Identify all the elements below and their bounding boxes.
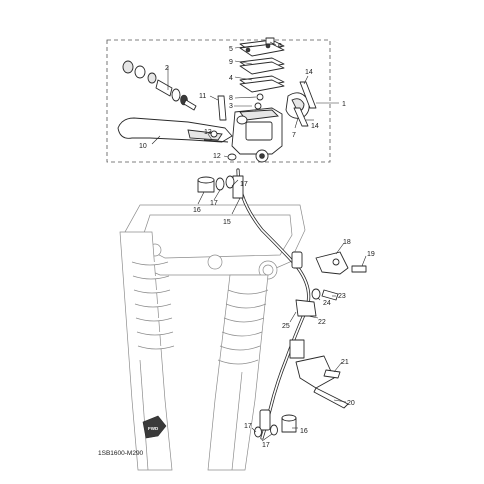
- callout-15: 15: [223, 219, 231, 226]
- hose-brackets: [289, 251, 367, 409]
- callout-24: 24: [323, 300, 331, 307]
- callout-1: 1: [342, 101, 346, 108]
- callout-16-upper: 16: [193, 207, 201, 214]
- callout-11: 11: [199, 93, 206, 100]
- piston-kit: [122, 60, 197, 111]
- callout-18: 18: [343, 239, 351, 246]
- master-cylinder-assembly-frame: [106, 39, 331, 163]
- callout-7: 7: [292, 132, 296, 139]
- callout-14-lower: 14: [311, 123, 319, 130]
- callout-labels: 1 2 3 4 5 6 7 8 9 10 11 12 13 14 14 15 1…: [139, 43, 375, 449]
- master-cylinder-body: [231, 107, 283, 163]
- small-fasteners: [203, 37, 317, 161]
- callout-5: 5: [229, 46, 233, 53]
- callout-23: 23: [338, 293, 346, 300]
- reservoir-stack: [239, 39, 285, 93]
- callout-17-upper-left: 17: [210, 200, 218, 207]
- front-fork-background: [119, 204, 306, 471]
- callout-3: 3: [229, 103, 233, 110]
- forward-arrow-mark: FWD: [142, 415, 167, 439]
- callout-21: 21: [341, 359, 349, 366]
- callout-16-lower: 16: [300, 428, 308, 435]
- brake-lever: [117, 117, 233, 143]
- callout-4: 4: [229, 75, 233, 82]
- callout-14-upper: 14: [305, 69, 313, 76]
- callout-17-lower-left: 17: [244, 423, 252, 430]
- callout-leaders: [151, 41, 367, 442]
- callout-20: 20: [347, 400, 355, 407]
- callout-8: 8: [229, 95, 233, 102]
- callout-2: 2: [165, 65, 169, 72]
- forward-mark-label: FWD: [148, 426, 159, 431]
- banjo-bolts: [197, 175, 297, 438]
- callout-25: 25: [282, 323, 290, 330]
- callout-22: 22: [318, 319, 326, 326]
- callout-6: 6: [278, 43, 282, 50]
- callout-12: 12: [213, 153, 221, 160]
- callout-19: 19: [367, 251, 375, 258]
- callout-10: 10: [139, 143, 147, 150]
- callout-13: 13: [204, 129, 212, 136]
- callout-17-upper-right: 17: [240, 181, 248, 188]
- callout-9: 9: [229, 59, 233, 66]
- drawing-code: 1SB1600-M290: [98, 450, 144, 457]
- callout-17-lower-right: 17: [262, 442, 270, 449]
